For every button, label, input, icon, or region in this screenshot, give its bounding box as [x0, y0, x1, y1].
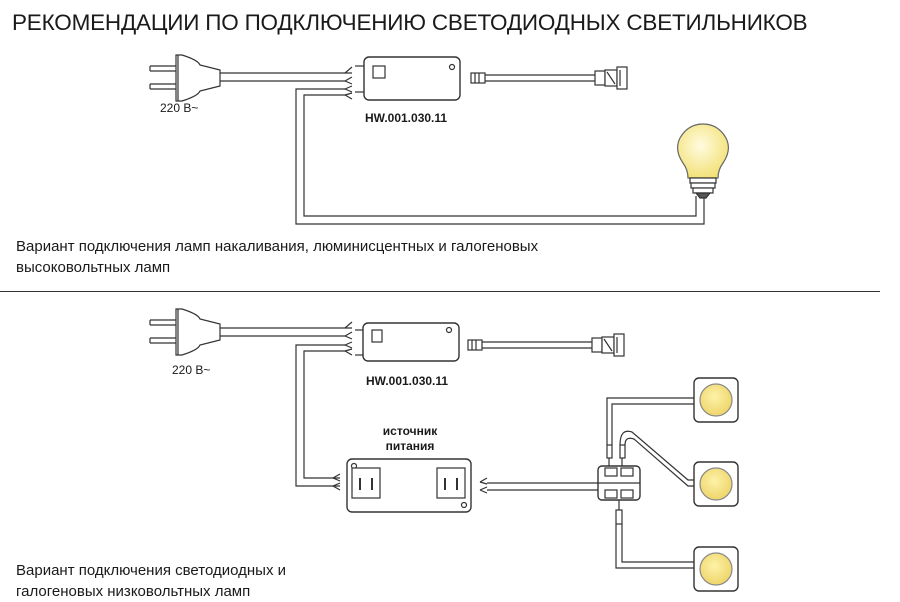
voltage-label: 220 В~ [160, 101, 199, 115]
psu-label-line: источник [382, 424, 438, 438]
caption-line: Вариант подключения ламп накаливания, лю… [16, 238, 539, 255]
page-title: РЕКОМЕНДАЦИИ ПО ПОДКЛЮЧЕНИЮ СВЕТОДИОДНЫХ… [12, 10, 808, 35]
device-code-label: HW.001.030.11 [365, 111, 448, 125]
led-lamp-icon [693, 546, 739, 592]
device-code-label: HW.001.030.11 [366, 374, 449, 388]
voltage-label: 220 В~ [172, 363, 211, 377]
scheme2-caption: Вариант подключения светодиодных и галог… [16, 560, 286, 602]
plug-icon [149, 54, 221, 102]
light-bulb-icon [677, 123, 729, 199]
scheme1-caption: Вариант подключения ламп накаливания, лю… [16, 236, 538, 278]
section-divider [0, 291, 880, 292]
scheme2 [149, 308, 739, 592]
power-supply [332, 458, 472, 513]
sensor-connector [470, 66, 628, 90]
plug-icon [149, 308, 221, 356]
scheme1 [149, 54, 729, 225]
caption-line: Вариант подключения светодиодных и [16, 562, 286, 579]
led-lamp-icon [693, 461, 739, 507]
led-lamp-icon [693, 377, 739, 423]
power-supply-label: источник питания [360, 424, 460, 454]
sensor-connector [467, 333, 625, 357]
relay-device [355, 322, 460, 362]
caption-line: высоковольтных ламп [16, 259, 171, 276]
psu-label-line: питания [385, 439, 435, 453]
caption-line: галогеновых низковольтных ламп [16, 583, 251, 600]
relay-device [355, 56, 461, 101]
distributor-block [597, 444, 641, 525]
